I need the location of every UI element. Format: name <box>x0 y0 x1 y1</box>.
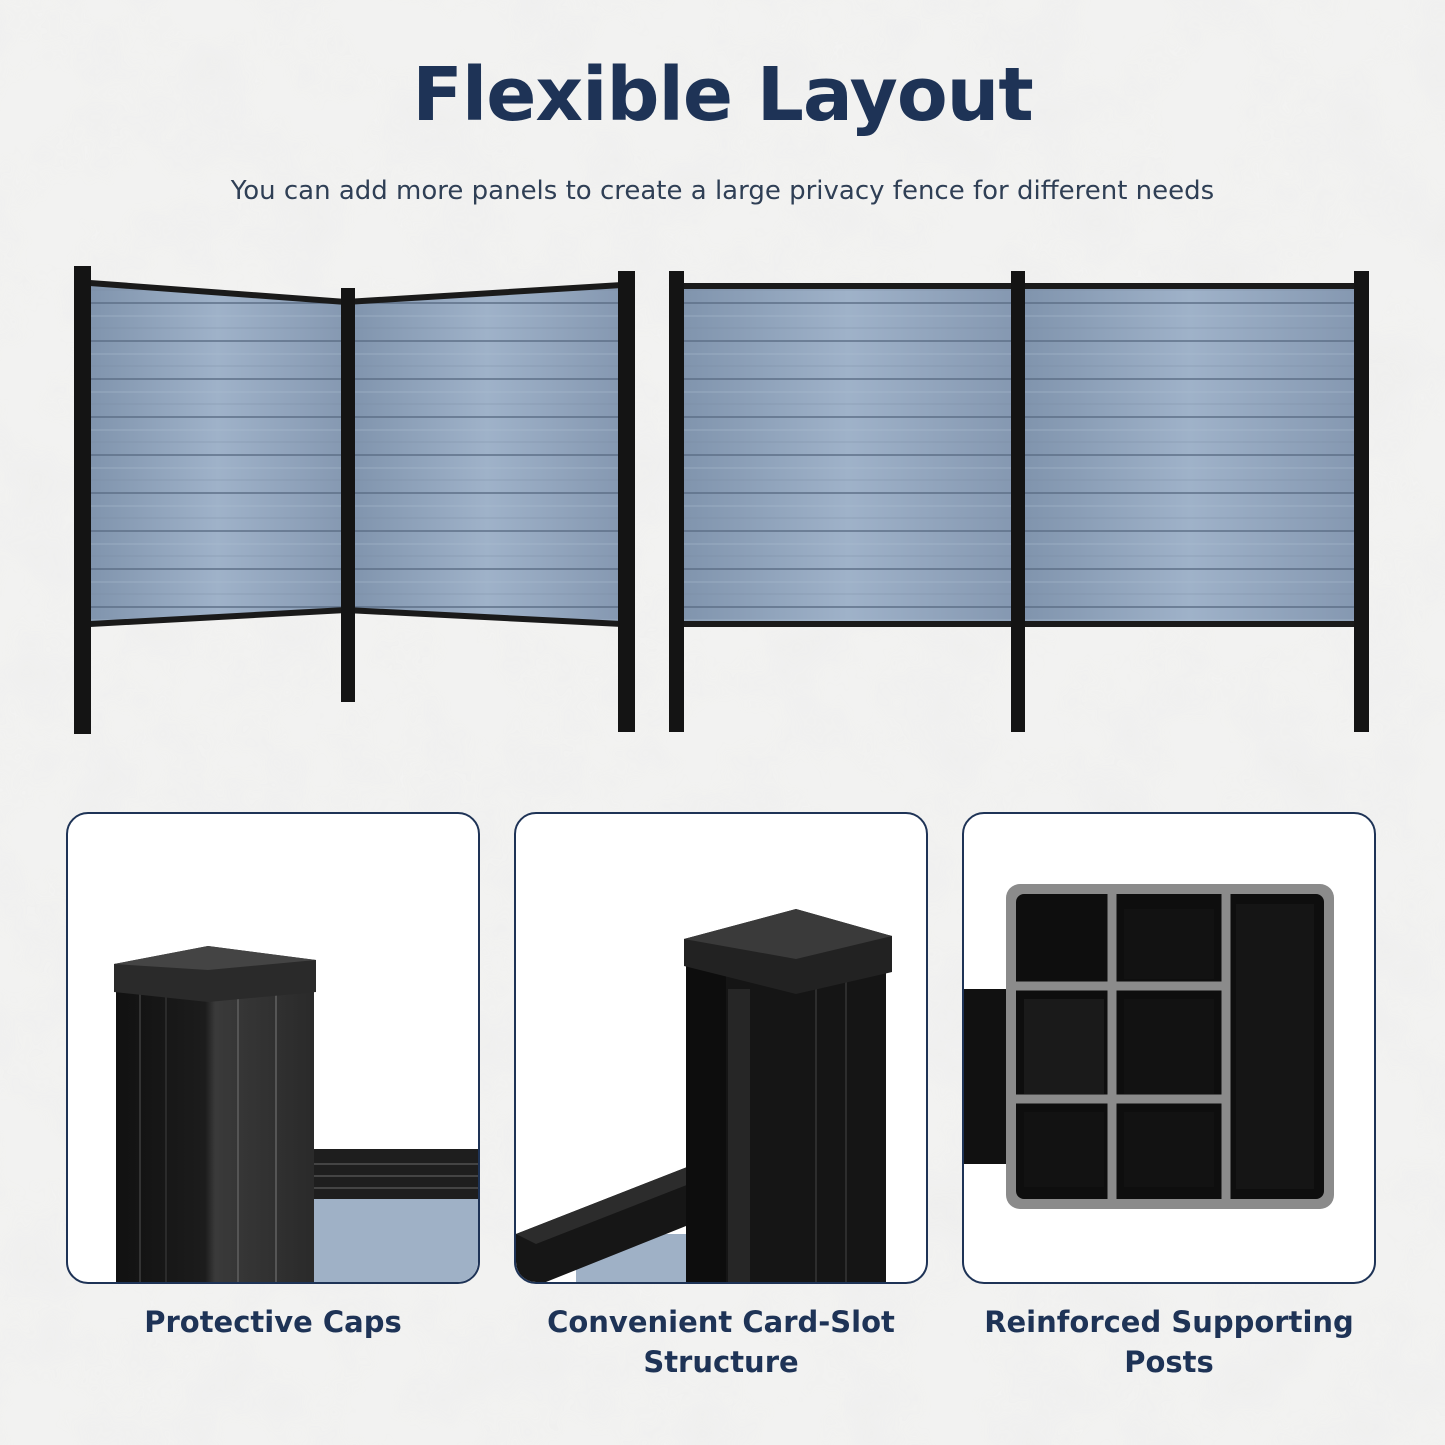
feature-card-card-slot <box>514 812 928 1284</box>
post-cross-section-icon <box>964 884 1334 1209</box>
page-title: Flexible Layout <box>412 52 1033 138</box>
caption-protective-caps: Protective Caps <box>144 1305 402 1339</box>
feature-card-reinforced-posts <box>962 812 1376 1284</box>
page-subtitle: You can add more panels to create a larg… <box>230 176 1215 206</box>
angled-fence-section <box>74 266 635 734</box>
fence-post <box>74 266 91 734</box>
fence-post <box>1354 271 1369 732</box>
fence-post <box>618 271 635 732</box>
fence-post <box>341 288 355 702</box>
fence-post <box>1011 271 1025 732</box>
caption-card-slot: Convenient Card-Slot Structure <box>547 1305 895 1379</box>
post-cap-icon <box>114 946 478 1282</box>
fence-post <box>669 271 684 732</box>
fence-illustration <box>74 266 1369 734</box>
feature-card-protective-caps <box>66 812 480 1284</box>
straight-fence-section <box>669 271 1369 732</box>
caption-reinforced-posts: Reinforced Supporting Posts <box>984 1305 1354 1379</box>
card-slot-icon <box>516 909 892 1282</box>
